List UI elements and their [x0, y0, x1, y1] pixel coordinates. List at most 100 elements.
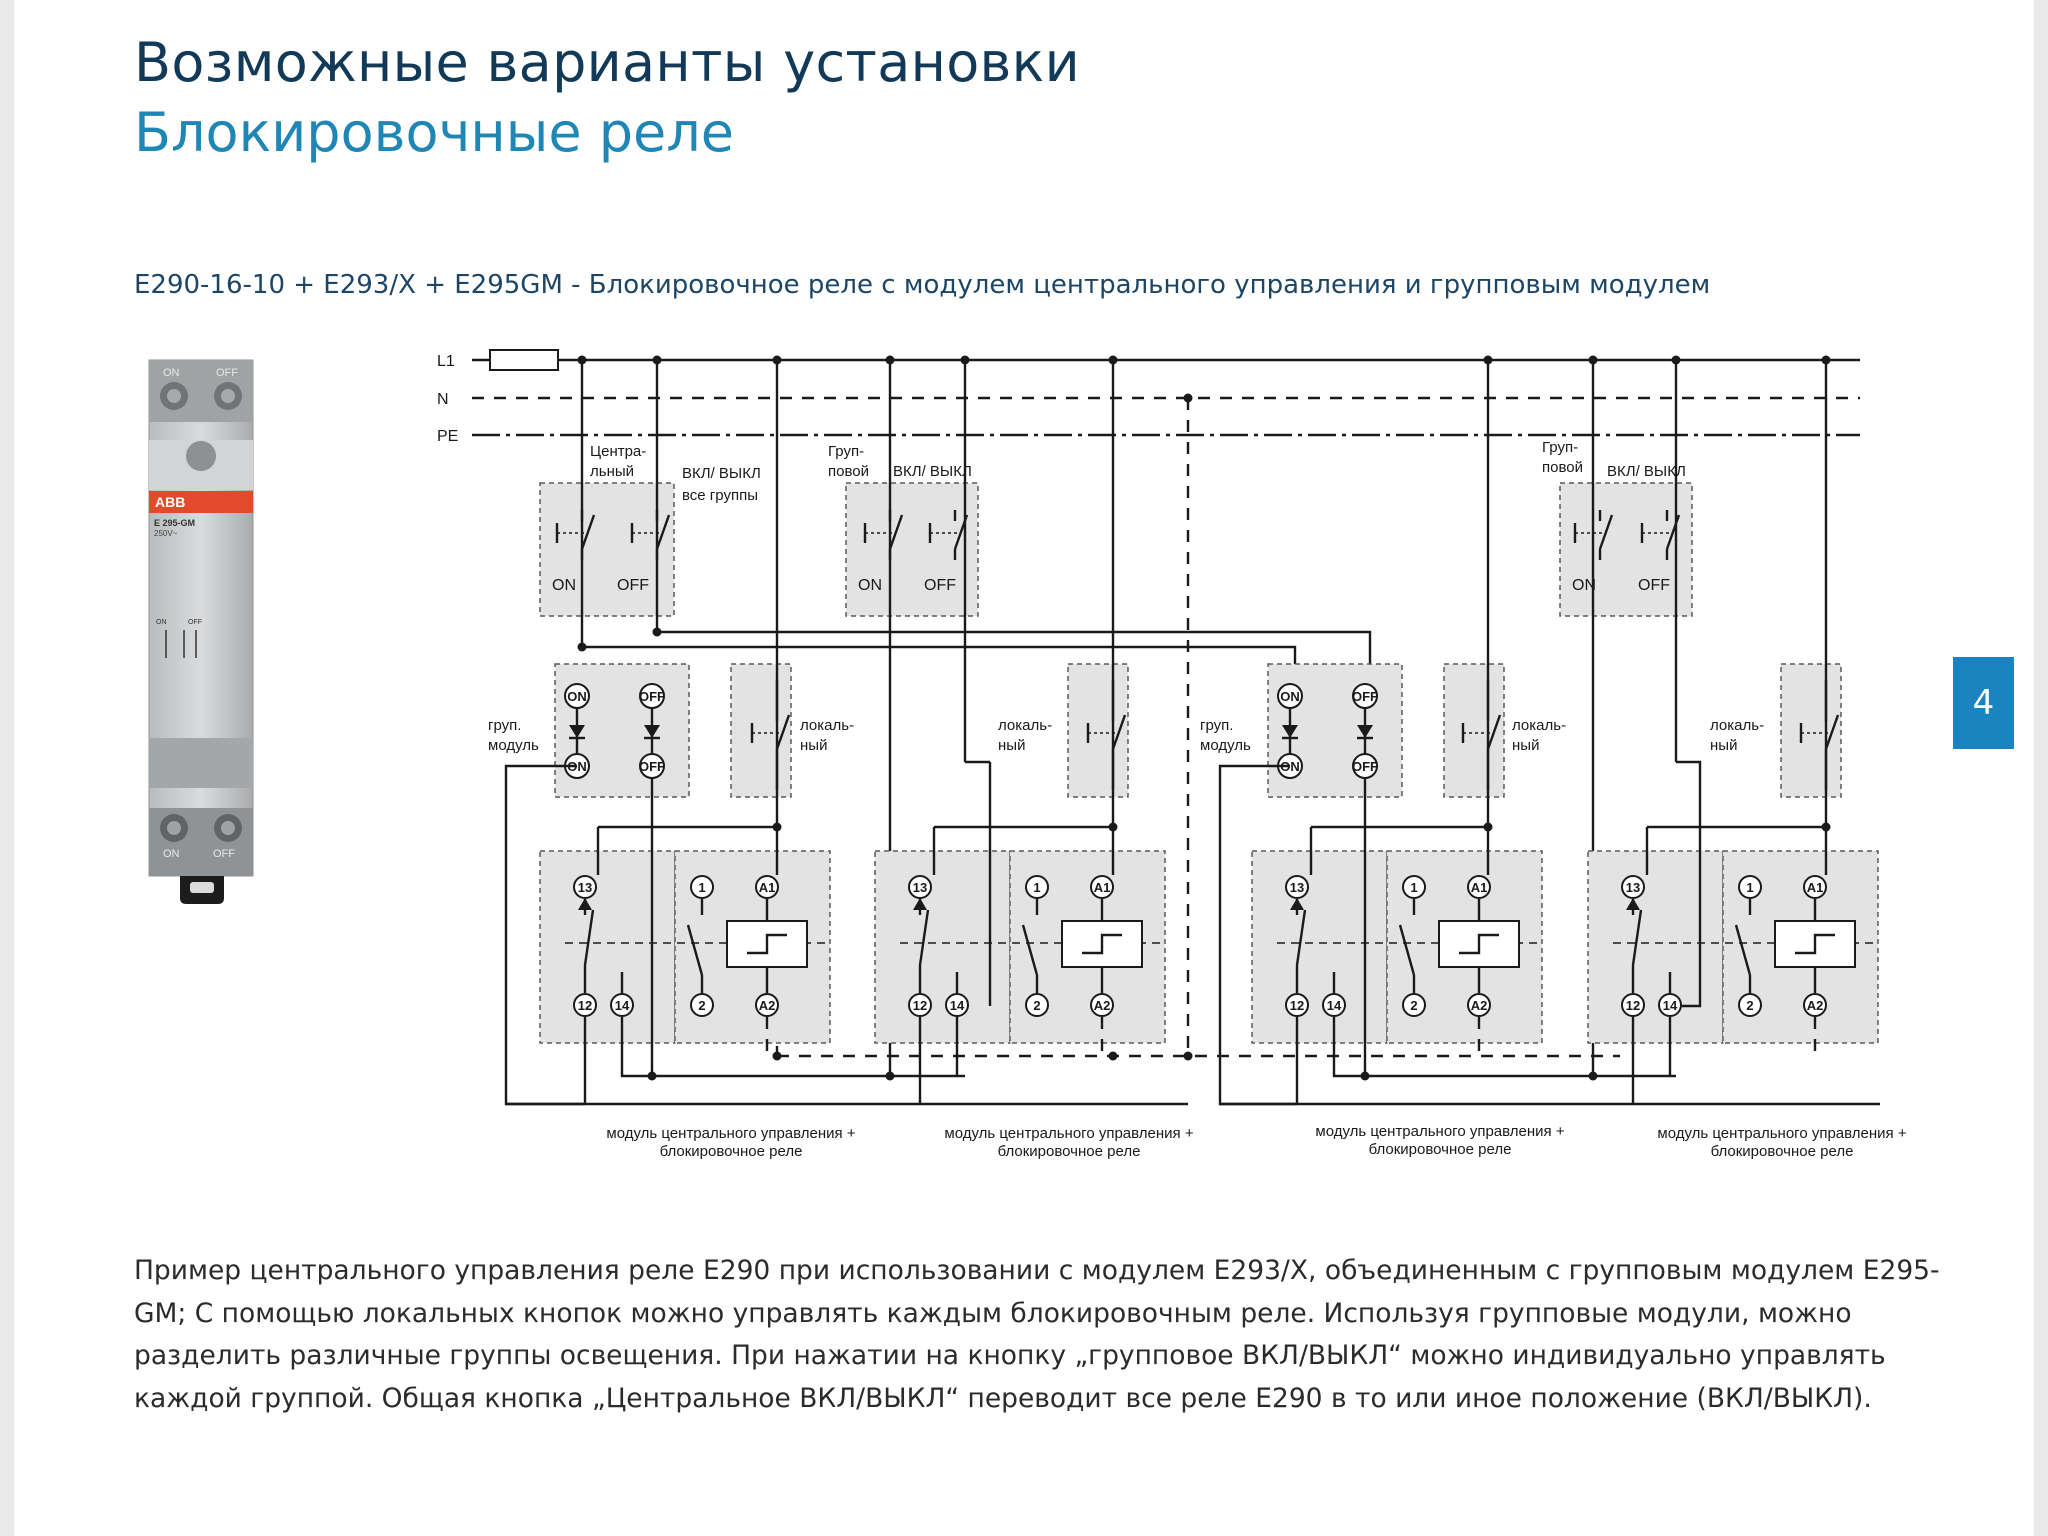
junction-dot — [772, 822, 782, 832]
line-label-pe: PE — [437, 428, 458, 445]
junction-dot — [1671, 355, 1681, 365]
terminal — [1025, 875, 1049, 899]
junction-dot — [1183, 393, 1193, 403]
device-image: ON OFF ABB E 295-GM 250V~ ON OFF ON OFF — [148, 359, 254, 904]
abb-logo: ABB — [155, 494, 185, 510]
terminal — [1322, 993, 1346, 1017]
switch-blade — [1295, 909, 1307, 966]
junction-dot — [1108, 355, 1118, 365]
terminal-label: 1 — [698, 880, 705, 895]
terminal-label: 2 — [1410, 998, 1417, 1013]
terminal-label: 14 — [950, 998, 965, 1013]
module-caption: модуль центрального управления + — [1315, 1123, 1564, 1140]
group-onoff-label: ВКЛ/ ВЫКЛ — [893, 463, 972, 480]
terminal-label: 2 — [1746, 998, 1753, 1013]
switch-blade — [1486, 714, 1502, 750]
group-switch-box — [845, 482, 979, 617]
junction-dot — [1588, 355, 1598, 365]
relay-coil-symbol — [747, 933, 787, 955]
contact-arrow — [1626, 898, 1640, 910]
line-label-l1: L1 — [437, 353, 455, 370]
junction-dot — [772, 355, 782, 365]
junction-dot — [577, 642, 587, 652]
terminal-label: 12 — [1290, 998, 1304, 1013]
junction-dot — [1588, 1071, 1598, 1081]
junction-dot — [577, 355, 587, 365]
terminal-label: 2 — [698, 998, 705, 1013]
fuse-symbol — [489, 349, 559, 371]
terminal — [690, 993, 714, 1017]
diode-symbol — [569, 725, 585, 738]
terminal — [610, 993, 634, 1017]
contact-arrow — [1290, 898, 1304, 910]
module-caption: модуль центрального управления + — [606, 1125, 855, 1142]
junction-dot — [772, 1051, 782, 1061]
junction-dot — [1108, 822, 1118, 832]
central-label: льный — [590, 463, 634, 480]
junction-dot — [1483, 355, 1493, 365]
relay-module-left — [1587, 850, 1724, 1044]
local-switch-box — [1067, 663, 1129, 798]
page — [14, 0, 2034, 1536]
module-caption: блокировочное реле — [660, 1143, 803, 1160]
junction-dot — [960, 355, 970, 365]
group-label: повой — [828, 463, 869, 480]
switch-on-label: ON — [858, 577, 882, 594]
terminal-label: A2 — [1094, 998, 1111, 1013]
local-label: ный — [998, 737, 1025, 754]
junction-dot — [652, 627, 662, 637]
terminal-label: 1 — [1746, 880, 1753, 895]
group-label: Груп- — [1542, 439, 1578, 456]
terminal-label: 14 — [615, 998, 630, 1013]
group-label: Груп- — [828, 443, 864, 460]
switch-on-label: ON — [1572, 577, 1596, 594]
terminal-label: OFF — [639, 759, 665, 774]
group-switch-box-right — [1559, 482, 1693, 617]
module-caption: блокировочное реле — [1369, 1141, 1512, 1158]
wire — [1332, 1017, 1676, 1078]
page-title: Возможные варианты установки — [134, 31, 1080, 94]
local-label: локаль- — [998, 717, 1052, 734]
device-mid-on: ON — [156, 619, 167, 626]
terminal-label: 14 — [1327, 998, 1342, 1013]
device-bottom-on: ON — [163, 848, 180, 860]
group-module-label: груп. — [1200, 717, 1233, 734]
switch-blade — [580, 514, 596, 550]
switch-blade — [583, 909, 595, 966]
local-label: локаль- — [800, 717, 854, 734]
switch-blade — [1398, 924, 1416, 976]
junction-dot — [647, 1071, 657, 1081]
local-switch-box — [730, 663, 792, 798]
terminal-label: 2 — [1033, 998, 1040, 1013]
switch-off-label: OFF — [617, 577, 649, 594]
terminal — [1402, 993, 1426, 1017]
terminal — [1658, 993, 1682, 1017]
terminal — [1090, 993, 1114, 1017]
terminal-label: OFF — [1352, 689, 1378, 704]
switch-off-label: OFF — [1638, 577, 1670, 594]
switch-blade — [655, 514, 671, 550]
junction-dot — [885, 1071, 895, 1081]
relay-module-left — [874, 850, 1011, 1044]
terminal — [573, 993, 597, 1017]
terminal-label: OFF — [639, 689, 665, 704]
terminal-label: 13 — [578, 880, 592, 895]
module-caption: модуль центрального управления + — [944, 1125, 1193, 1142]
terminal — [908, 993, 932, 1017]
terminal — [1402, 875, 1426, 899]
terminal-label: A2 — [1471, 998, 1488, 1013]
device-model: E 295-GM — [154, 518, 195, 528]
terminal-label: 13 — [1290, 880, 1304, 895]
terminal-label: 14 — [1663, 998, 1678, 1013]
terminal-label: OFF — [1352, 759, 1378, 774]
local-label: локаль- — [1710, 717, 1764, 734]
module-caption: модуль центрального управления + — [1657, 1125, 1906, 1142]
terminal — [1803, 875, 1827, 899]
switch-blade — [888, 514, 904, 550]
terminal — [1025, 993, 1049, 1017]
group-label: повой — [1542, 459, 1583, 476]
relay-coil-symbol — [1795, 933, 1835, 955]
switch-blade — [1598, 514, 1614, 550]
device-bottom-off: OFF — [213, 848, 235, 860]
